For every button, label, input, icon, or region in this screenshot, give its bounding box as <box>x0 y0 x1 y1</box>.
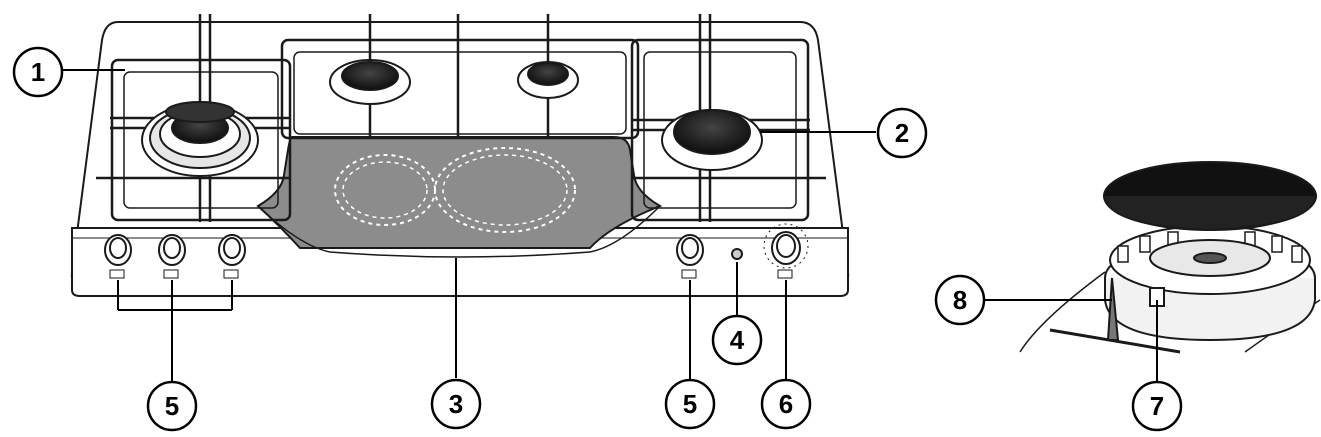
callout-7-label: 7 <box>1150 391 1164 421</box>
callout-2: 2 <box>876 107 928 159</box>
thermocouple <box>1106 277 1120 341</box>
burner-right <box>661 109 763 171</box>
triple-ring-burner <box>141 101 259 177</box>
leader-lines <box>62 69 1158 384</box>
callout-4-label: 4 <box>730 325 745 355</box>
callout-2-label: 2 <box>895 118 909 148</box>
callout-5-right-label: 5 <box>683 389 697 419</box>
burner-detail <box>1019 161 1321 354</box>
burner-knob-3[interactable] <box>218 234 246 279</box>
callout-1-label: 1 <box>31 57 45 87</box>
callout-6: 6 <box>760 378 812 430</box>
ceramic-glass-zone <box>256 136 663 249</box>
burners <box>141 59 763 177</box>
callout-5-left: 5 <box>146 380 198 432</box>
hotplate-knob[interactable] <box>763 223 809 279</box>
callout-8-label: 8 <box>953 285 967 315</box>
indicator-light <box>731 248 743 260</box>
callout-8: 8 <box>934 274 986 326</box>
burner-middle-right <box>517 61 579 99</box>
callout-3-label: 3 <box>449 389 463 419</box>
callout-5-left-label: 5 <box>165 391 179 421</box>
callout-5-right: 5 <box>664 378 716 430</box>
control-panel <box>71 227 849 297</box>
controls <box>104 223 809 279</box>
callout-4: 4 <box>711 314 763 366</box>
burner-middle-left <box>329 59 411 105</box>
cooking-zone-right <box>434 147 576 233</box>
callout-6-label: 6 <box>779 389 793 419</box>
burner-knob-2[interactable] <box>158 234 186 279</box>
callout-7: 7 <box>1131 380 1183 432</box>
cooktop <box>70 21 850 297</box>
callout-1: 1 <box>12 46 64 98</box>
burner-knob-1[interactable] <box>104 234 132 279</box>
burner-knob-4[interactable] <box>676 234 704 279</box>
callout-3: 3 <box>430 378 482 430</box>
